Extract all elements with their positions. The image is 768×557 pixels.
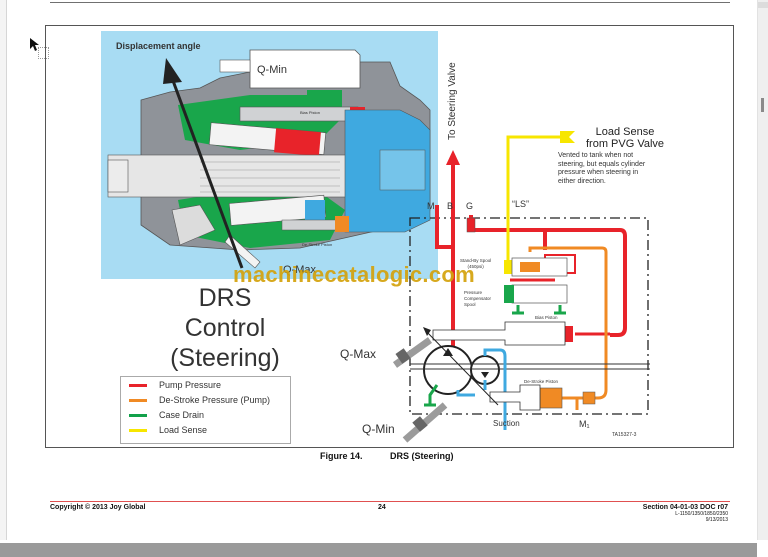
- load-sense-note: Vented to tank when not steering, but eq…: [558, 152, 645, 186]
- footer-copyright: Copyright © 2013 Joy Global: [50, 504, 146, 511]
- legend-swatch: [129, 399, 147, 403]
- label-line: Compensator: [464, 296, 492, 301]
- color-legend: Pump Pressure De-Stroke Pressure (Pump) …: [120, 376, 291, 444]
- title-line: Control: [184, 314, 266, 342]
- cutaway-bias-piston-label: Bias Piston: [300, 110, 321, 115]
- schematic-qmax-label: Q-Max: [340, 347, 376, 361]
- legend-swatch: [129, 429, 147, 433]
- previous-page-edge: [50, 2, 730, 3]
- legend-label: Load Sense: [159, 425, 208, 435]
- displacement-angle-label: Displacement angle: [116, 41, 201, 51]
- load-sense-title: Load Sense from PVG Valve: [586, 126, 664, 150]
- scroll-thumb[interactable]: [761, 98, 764, 112]
- footer-section: Section 04-01-03 DOC r07: [642, 504, 728, 511]
- figure-title: DRS (Steering): [390, 451, 454, 461]
- cutaway-qmin-label: Q-Min: [257, 64, 287, 76]
- legend-item: De-Stroke Pressure (Pump): [129, 395, 270, 410]
- note-line: Vented to tank when not: [558, 152, 634, 159]
- pressure-comp-spool-label: Pressure Compensator Spool: [464, 290, 491, 308]
- legend-label: Case Drain: [159, 410, 205, 420]
- legend-swatch: [129, 384, 147, 388]
- qmax-stop-bolt: [392, 337, 433, 368]
- m1-label: M₁: [579, 419, 590, 429]
- footer-rule: [50, 501, 730, 502]
- schematic-boundary: [409, 217, 649, 415]
- schematic-destroke-piston: [489, 384, 541, 411]
- pump-pressure-lines: [435, 165, 627, 348]
- next-page-gap: [0, 543, 757, 557]
- schematic-bias-piston: [432, 321, 566, 346]
- footer-date: 9/13/2013: [705, 517, 728, 523]
- figure-ref-number: TA15327-3: [612, 432, 637, 438]
- footer-section-info: Section 04-01-03 DOC r07 L-1150/1350/185…: [643, 504, 728, 523]
- footer-page-number: 24: [378, 504, 386, 511]
- schematic-bias-piston-label: Bias Piston: [535, 315, 558, 320]
- legend-item: Case Drain: [129, 410, 204, 425]
- port-m-label: M: [427, 201, 435, 211]
- label-line: Pressure: [464, 290, 483, 295]
- title-line: from PVG Valve: [586, 138, 665, 150]
- qmin-housing: [249, 49, 361, 89]
- note-line: steering, but equals cylinder: [558, 160, 646, 168]
- schematic-qmin-label: Q-Min: [362, 422, 395, 436]
- load-sense-line: [506, 135, 560, 265]
- standby-spool-label: Stand-By Spool (450psi): [460, 258, 491, 270]
- vertical-scrollbar[interactable]: [757, 0, 768, 540]
- footer-models: L-1150/1350/1850/2350: [675, 511, 728, 517]
- mouse-pointer-icon: [30, 38, 39, 51]
- drive-shaft: [107, 154, 359, 198]
- legend-swatch: [129, 414, 147, 418]
- legend-item: Load Sense: [129, 425, 207, 440]
- figure-frame: [45, 25, 734, 448]
- pressure-comp-spool: [511, 284, 568, 304]
- qmin-stop-bolt: [402, 402, 448, 443]
- to-steering-valve-label: To Steering Valve: [447, 62, 458, 140]
- cutaway-destroke-label: De-Stroke Piston: [302, 242, 333, 247]
- legend-label: Pump Pressure: [159, 380, 222, 390]
- charge-pump-symbol: [470, 355, 500, 385]
- label-line: (450psi): [467, 264, 484, 269]
- title-line: (Steering): [170, 344, 280, 372]
- title-line: DRS: [198, 284, 252, 312]
- note-line: pressure when steering in: [558, 169, 639, 176]
- text-selection-marker: [38, 47, 49, 59]
- viewer-left-edge: [0, 0, 7, 540]
- scroll-up-button[interactable]: [758, 2, 768, 8]
- suction-label: Suction: [493, 419, 520, 428]
- port-ls-label: “LS”: [512, 199, 530, 209]
- watermark: machinecatalogic.com: [233, 262, 475, 287]
- figure-number: Figure 14.: [320, 451, 363, 461]
- schematic-destroke-label: De-Stroke Piston: [524, 379, 559, 384]
- cutaway-qmax-label: Q-Max: [283, 264, 316, 276]
- destroke-piston: [281, 219, 338, 231]
- legend-item: Pump Pressure: [129, 380, 221, 395]
- drs-control-title: DRS Control (Steering): [140, 283, 310, 373]
- bias-piston: [239, 106, 359, 122]
- note-line: either direction.: [558, 177, 606, 185]
- label-line: Stand-By Spool: [460, 258, 492, 263]
- displacement-arrow: [170, 77, 244, 269]
- port-b-label: B: [447, 201, 454, 211]
- legend-label: De-Stroke Pressure (Pump): [159, 395, 271, 405]
- label-line: Spool: [464, 302, 476, 307]
- title-line: Load Sense: [595, 126, 655, 138]
- port-g-label: G: [466, 201, 474, 211]
